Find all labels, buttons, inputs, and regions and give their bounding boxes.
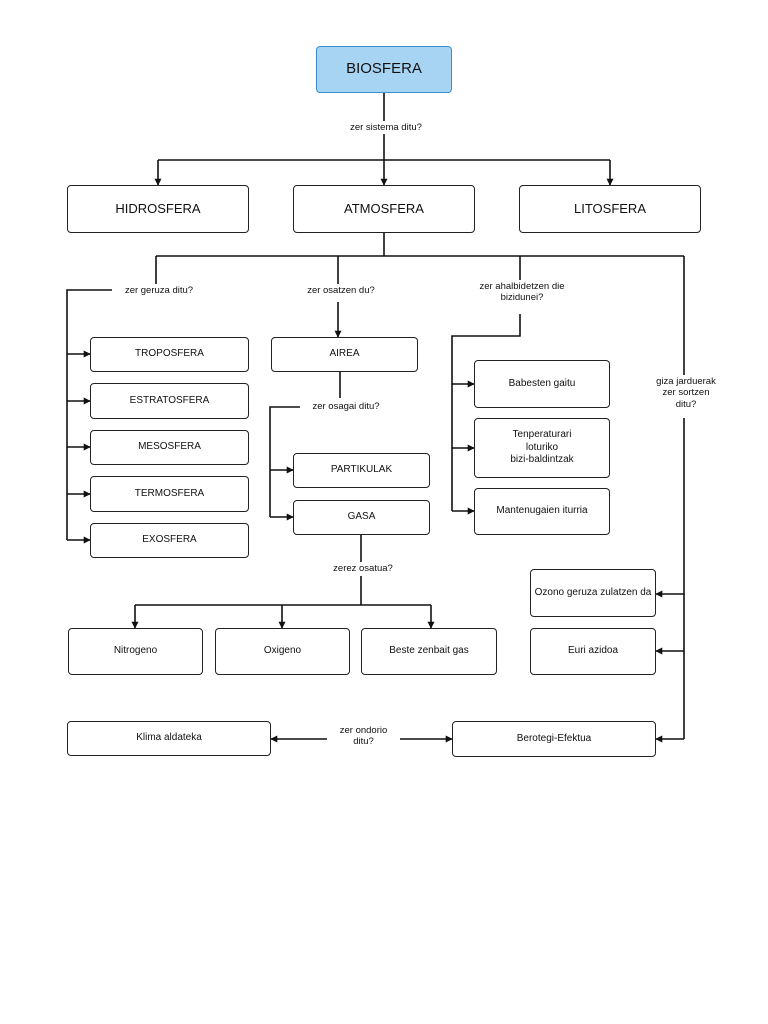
label-zerez: zerez osatua?: [322, 562, 404, 576]
node-ozono: Ozono geruza zulatzen da: [530, 569, 656, 617]
node-hidrosfera: HIDROSFERA: [67, 185, 249, 233]
node-beste-gas: Beste zenbait gas: [361, 628, 497, 675]
node-tenperatura: Tenperaturari loturiko bizi-baldintzak: [474, 418, 610, 478]
node-estratosfera: ESTRATOSFERA: [90, 383, 249, 419]
node-biosfera: BIOSFERA: [316, 46, 452, 93]
connector-ahalbidetzen-spine: [451, 314, 521, 511]
node-mantenugaien: Mantenugaien iturria: [474, 488, 610, 535]
label-ondorio: zer ondorio ditu?: [327, 724, 400, 749]
node-oxigeno: Oxigeno: [215, 628, 350, 675]
node-termosfera: TERMOSFERA: [90, 476, 249, 512]
label-geruza: zer geruza ditu?: [112, 284, 206, 298]
label-ahalbidetzen: zer ahalbidetzen die bizidunei?: [462, 280, 582, 305]
node-partikulak: PARTIKULAK: [293, 453, 430, 488]
label-osagai: zer osagai ditu?: [300, 400, 392, 414]
label-sistema: zer sistema ditu?: [334, 121, 438, 135]
node-klima: Klima aldateka: [67, 721, 271, 756]
node-mesosfera: MESOSFERA: [90, 430, 249, 465]
node-troposfera: TROPOSFERA: [90, 337, 249, 372]
node-airea: AIREA: [271, 337, 418, 372]
node-exosfera: EXOSFERA: [90, 523, 249, 558]
node-nitrogeno: Nitrogeno: [68, 628, 203, 675]
node-euri: Euri azidoa: [530, 628, 656, 675]
node-berotegi: Berotegi-Efektua: [452, 721, 656, 757]
node-atmosfera: ATMOSFERA: [293, 185, 475, 233]
label-giza: giza jarduerak zer sortzen ditu?: [643, 375, 729, 412]
label-osatzen: zer osatzen du?: [296, 284, 386, 298]
node-litosfera: LITOSFERA: [519, 185, 701, 233]
node-babesten: Babesten gaitu: [474, 360, 610, 408]
connector-layers-spine: [66, 289, 118, 540]
node-gasa: GASA: [293, 500, 430, 535]
connector-osagai-spine: [269, 406, 300, 517]
